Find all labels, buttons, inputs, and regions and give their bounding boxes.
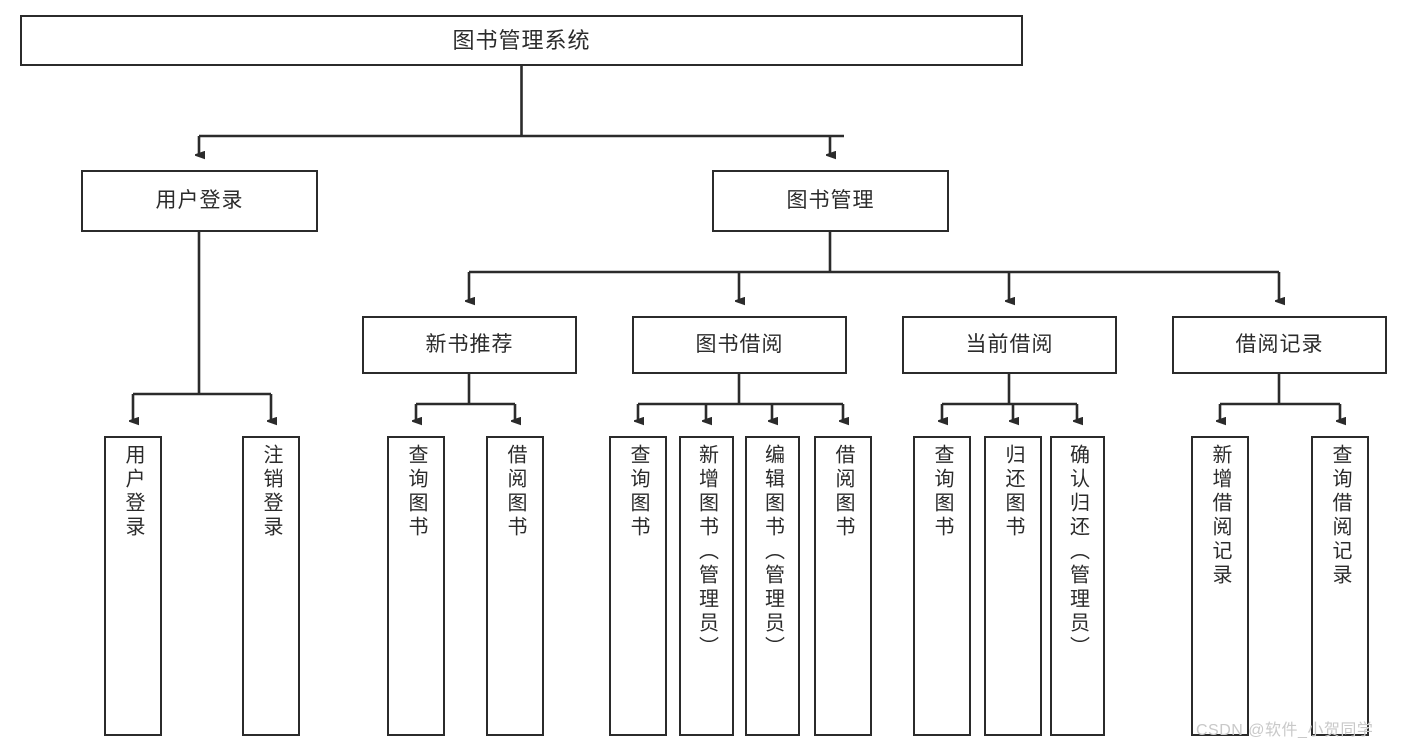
csdn-watermark: CSDN @软件_小贺同学 — [1196, 722, 1374, 739]
node-current-borrow-label: 当前借阅 — [965, 332, 1054, 356]
node-leaf-user-login-label: 用户登录 — [122, 444, 144, 540]
node-leaf-user-logout[interactable]: 注销登录 — [242, 436, 300, 736]
node-book-manage[interactable]: 图书管理 — [712, 170, 949, 232]
node-leaf-edit-book[interactable]: 编辑图书（管理员） — [745, 436, 800, 736]
node-user-login-label: 用户登录 — [155, 188, 244, 212]
node-leaf-confirm-return[interactable]: 确认归还（管理员） — [1050, 436, 1105, 736]
node-leaf-add-book-label: 新增图书（管理员） — [695, 444, 718, 660]
node-leaf-query-book-2[interactable]: 查询图书 — [609, 436, 667, 736]
node-leaf-add-book[interactable]: 新增图书（管理员） — [679, 436, 734, 736]
node-borrow-record-label: 借阅记录 — [1235, 332, 1324, 356]
node-current-borrow[interactable]: 当前借阅 — [902, 316, 1117, 374]
node-leaf-query-book-1[interactable]: 查询图书 — [387, 436, 445, 736]
node-leaf-query-borrow-record[interactable]: 查询借阅记录 — [1311, 436, 1369, 736]
node-leaf-query-book-2-label: 查询图书 — [627, 444, 649, 540]
node-leaf-add-borrow-record-label: 新增借阅记录 — [1209, 444, 1231, 588]
node-leaf-query-borrow-record-label: 查询借阅记录 — [1329, 444, 1351, 588]
node-new-book-recommend[interactable]: 新书推荐 — [362, 316, 577, 374]
node-leaf-query-book-1-label: 查询图书 — [405, 444, 427, 540]
node-root-label: 图书管理系统 — [452, 27, 591, 53]
node-borrow-record[interactable]: 借阅记录 — [1172, 316, 1387, 374]
node-leaf-edit-book-label: 编辑图书（管理员） — [761, 444, 784, 660]
node-book-borrow-label: 图书借阅 — [695, 332, 784, 356]
node-leaf-borrow-book-2-label: 借阅图书 — [832, 444, 854, 540]
node-leaf-return-book-label: 归还图书 — [1002, 444, 1024, 540]
node-book-borrow[interactable]: 图书借阅 — [632, 316, 847, 374]
node-leaf-confirm-return-label: 确认归还（管理员） — [1066, 444, 1089, 660]
node-leaf-query-book-3-label: 查询图书 — [931, 444, 953, 540]
node-leaf-add-borrow-record[interactable]: 新增借阅记录 — [1191, 436, 1249, 736]
node-leaf-return-book[interactable]: 归还图书 — [984, 436, 1042, 736]
node-leaf-borrow-book-1[interactable]: 借阅图书 — [486, 436, 544, 736]
node-leaf-user-logout-label: 注销登录 — [260, 444, 282, 540]
node-leaf-borrow-book-2[interactable]: 借阅图书 — [814, 436, 872, 736]
node-leaf-query-book-3[interactable]: 查询图书 — [913, 436, 971, 736]
node-user-login[interactable]: 用户登录 — [81, 170, 318, 232]
node-book-manage-label: 图书管理 — [786, 188, 875, 212]
node-leaf-user-login[interactable]: 用户登录 — [104, 436, 162, 736]
node-leaf-borrow-book-1-label: 借阅图书 — [504, 444, 526, 540]
node-new-book-recommend-label: 新书推荐 — [425, 332, 514, 356]
node-root[interactable]: 图书管理系统 — [20, 15, 1023, 66]
